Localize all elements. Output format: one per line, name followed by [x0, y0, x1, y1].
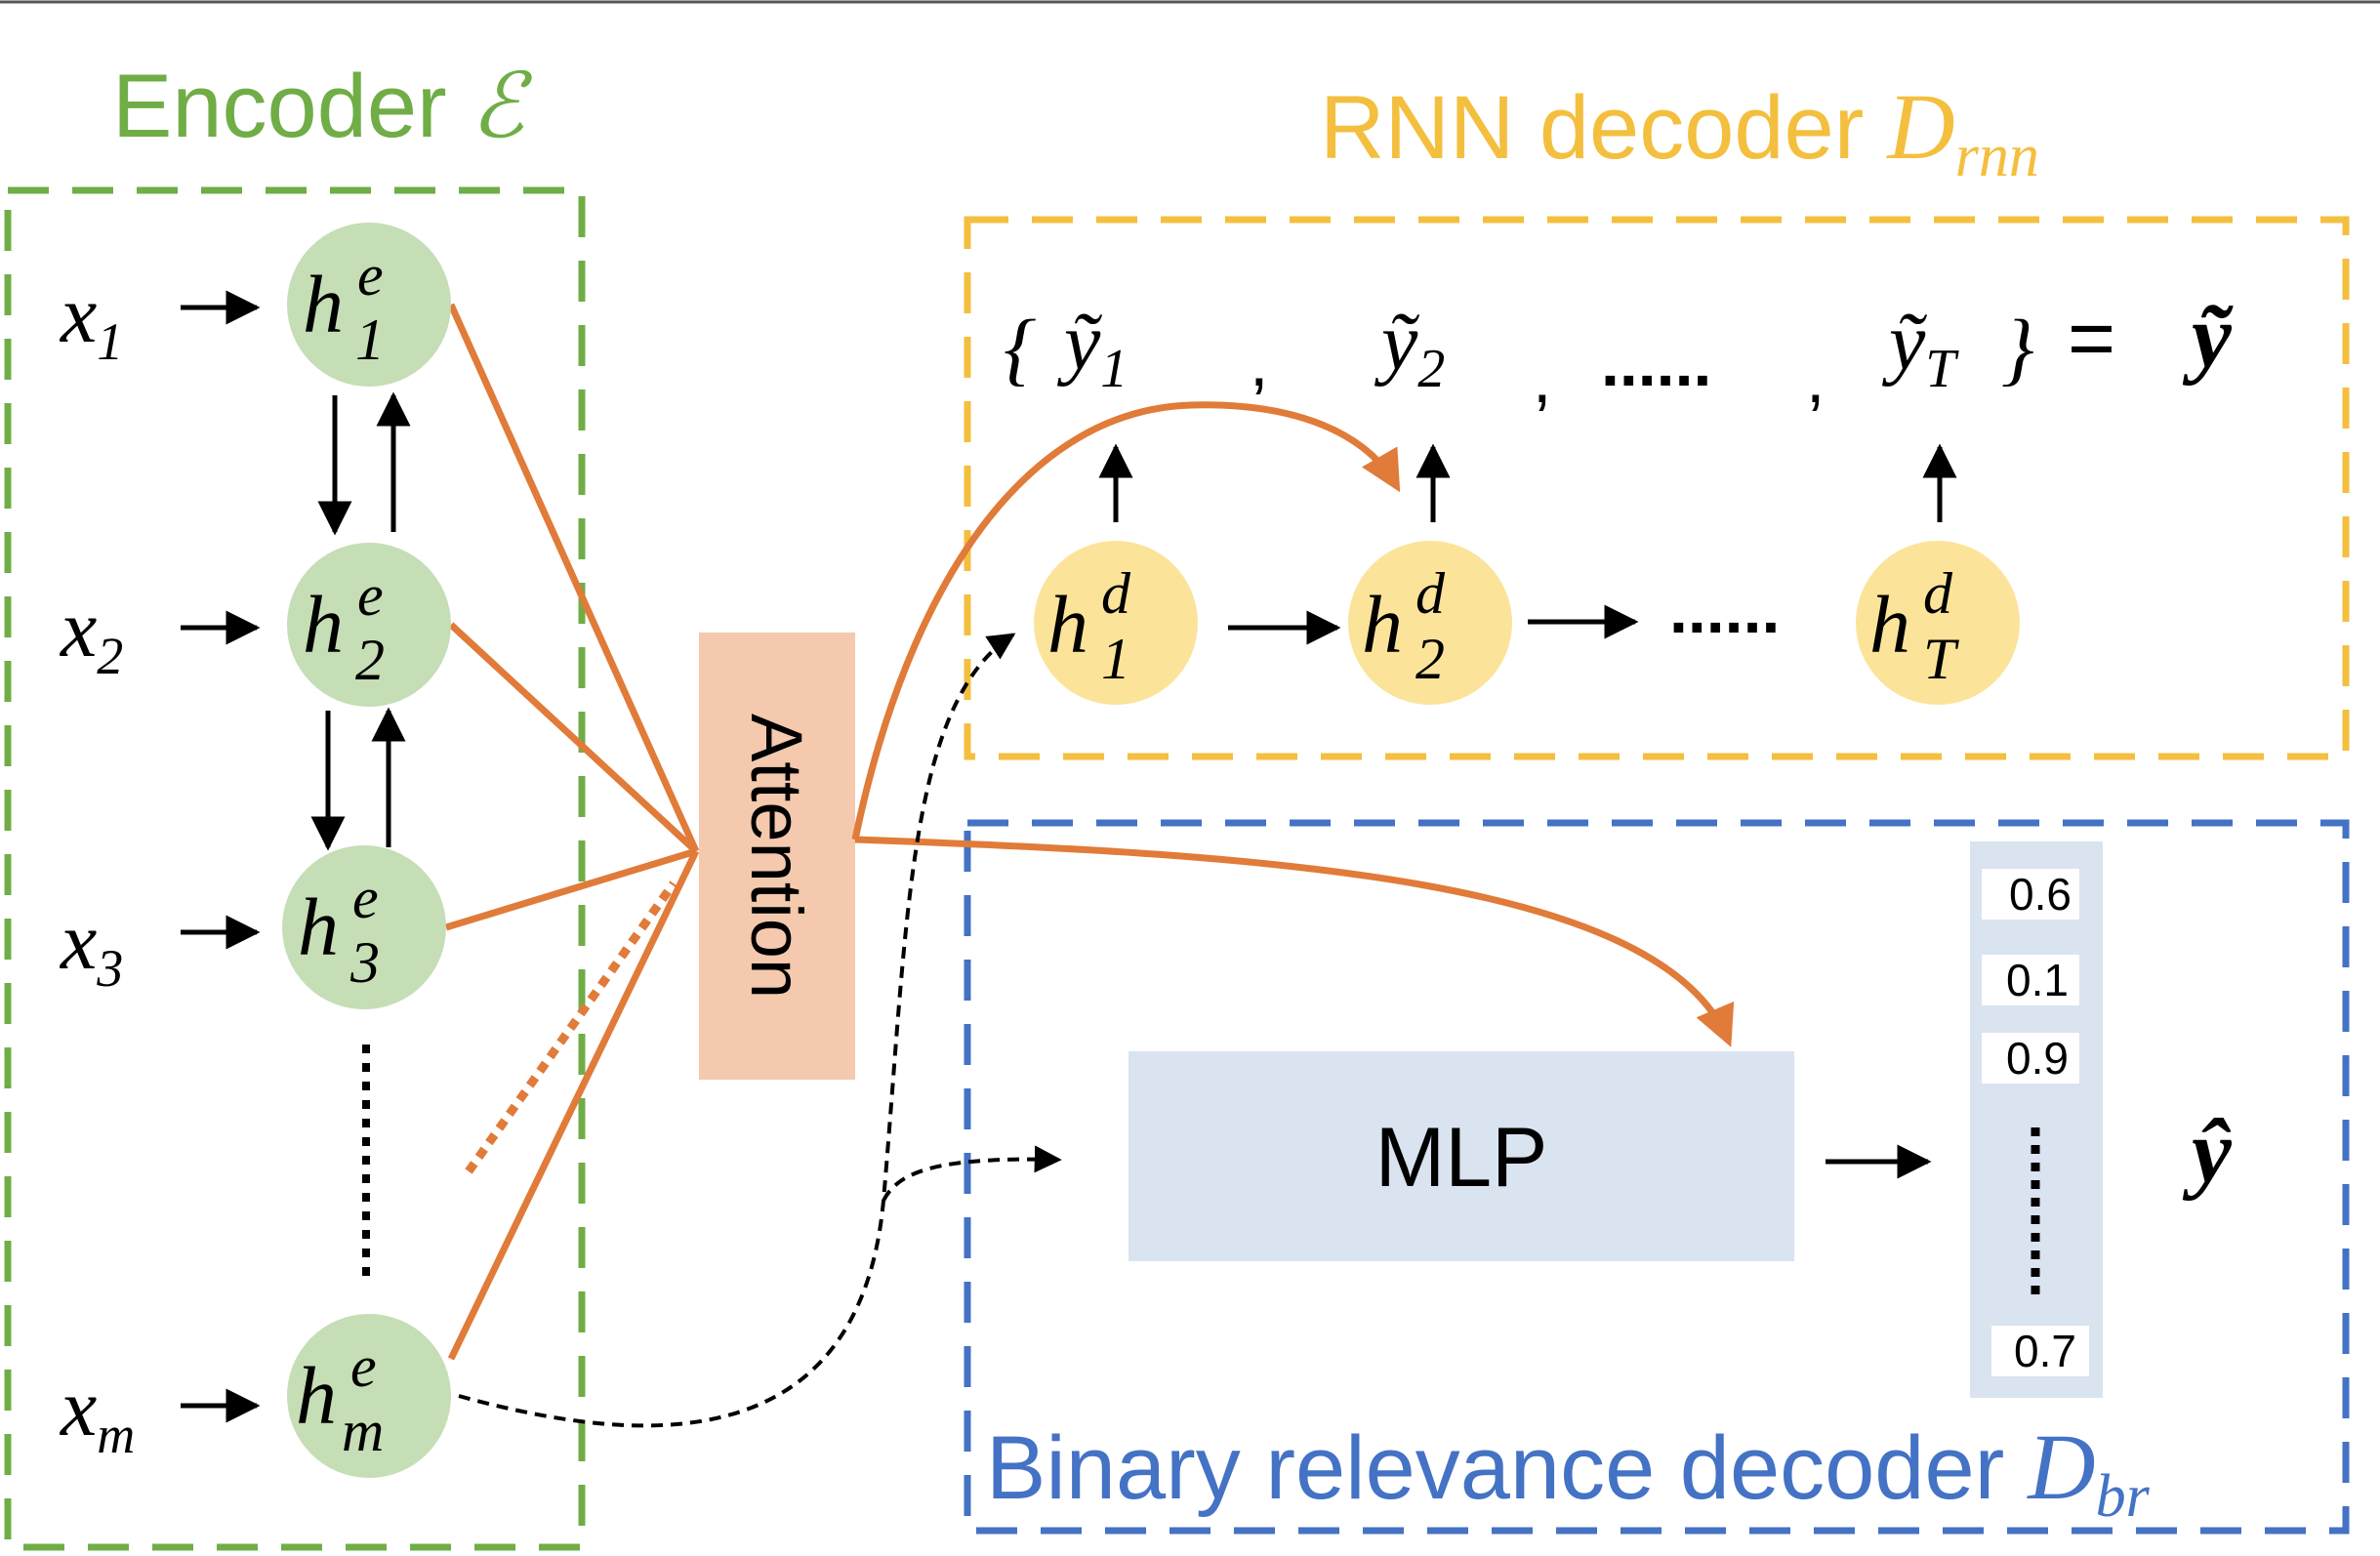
encoder-input-1: x1 [59, 269, 123, 371]
svg-text:e: e [357, 243, 384, 307]
svg-text:m: m [342, 1399, 384, 1463]
svg-text:T: T [1923, 627, 1959, 691]
rnn-node-T: h d T [1856, 541, 2020, 705]
score-column [1970, 841, 2103, 1398]
rnn-comma-3: , [1806, 341, 1825, 417]
encoder-to-mlp-dashed [882, 1145, 1062, 1202]
svg-text:e: e [350, 1334, 377, 1399]
encoder-box [4, 186, 586, 1551]
encoder-node-2: h e 2 [287, 543, 451, 707]
svg-text:h: h [303, 260, 344, 350]
rnn-comma-2: , [1533, 341, 1551, 417]
svg-text:ỹT: ỹT [1881, 297, 1959, 399]
svg-text:h: h [1362, 580, 1403, 671]
svg-text:e: e [357, 563, 384, 628]
rnn-output-2: ỹ2 [1374, 297, 1445, 399]
rnn-output-result: ỹ [2182, 286, 2234, 386]
svg-text:xm: xm [59, 1363, 135, 1464]
svg-text:ỹ1: ỹ1 [1056, 297, 1128, 399]
attention-to-rnn-curve [851, 401, 1401, 840]
svg-text:0.6: 0.6 [2009, 869, 2072, 920]
encoder-to-rnn-dashed [458, 633, 1016, 1428]
encoder-input-3: x3 [59, 896, 123, 998]
score-2: 0.1 [1982, 955, 2079, 1005]
attn-line-dotted [465, 880, 677, 1174]
svg-text:d: d [1416, 561, 1446, 626]
svg-text:h: h [1047, 580, 1088, 671]
svg-text:h: h [303, 580, 344, 671]
rnn-output-T: ỹT [1881, 297, 1959, 399]
rnn-node-2: h d 2 [1348, 541, 1512, 705]
score-3: 0.9 [1982, 1033, 2079, 1084]
svg-text:x2: x2 [59, 584, 123, 685]
rnn-close-brace: } [2001, 304, 2034, 394]
svg-text:d: d [1101, 561, 1131, 626]
svg-text:d: d [1923, 561, 1953, 626]
encoder-node-m: h e m [287, 1314, 451, 1478]
svg-text:1: 1 [355, 307, 385, 372]
rnn-output-1: ỹ1 [1056, 297, 1128, 399]
encoder-node-1: h e 1 [287, 223, 451, 387]
binary-decoder-box [964, 819, 2350, 1535]
score-last: 0.7 [1991, 1326, 2089, 1376]
mlp-label: MLP [1375, 1111, 1548, 1205]
binary-output-symbol: ŷ [2182, 1101, 2233, 1201]
svg-text:0.9: 0.9 [2006, 1033, 2069, 1084]
attn-line-3 [444, 847, 698, 931]
svg-text:x1: x1 [59, 269, 123, 371]
attn-line-2 [448, 622, 699, 854]
encoder-node-3: h e 3 [282, 845, 446, 1009]
svg-text:e: e [352, 866, 379, 930]
rnn-equals: = [2068, 292, 2115, 384]
svg-text:2: 2 [1416, 627, 1445, 691]
svg-text:2: 2 [355, 628, 385, 692]
svg-text:0.1: 0.1 [2006, 955, 2069, 1005]
encoder-input-m: xm [59, 1363, 135, 1464]
attention-label: Attention [736, 714, 817, 999]
rnn-comma-1: , [1250, 324, 1268, 400]
mlp-box [1128, 1051, 1794, 1261]
rnn-node-ellipsis: ...... [1669, 573, 1780, 647]
svg-text:h: h [1869, 580, 1910, 671]
attention-box [699, 633, 855, 1080]
svg-text:x3: x3 [59, 896, 123, 998]
svg-text:0.7: 0.7 [2014, 1326, 2076, 1376]
rnn-node-1: h d 1 [1034, 541, 1198, 705]
attn-line-m [447, 849, 700, 1361]
rnn-open-brace: { [1004, 304, 1037, 394]
score-1: 0.6 [1982, 869, 2079, 920]
attention-to-mlp-curve [854, 836, 1735, 1047]
rnn-output-ellipsis: ...... [1601, 326, 1711, 400]
attn-line-1 [447, 303, 700, 853]
svg-text:h: h [298, 882, 339, 973]
svg-text:ỹ2: ỹ2 [1374, 297, 1445, 399]
rnn-decoder-box [964, 216, 2350, 760]
encoder-input-2: x2 [59, 584, 123, 685]
svg-text:h: h [296, 1351, 337, 1442]
svg-text:3: 3 [349, 930, 380, 995]
svg-text:1: 1 [1101, 627, 1130, 691]
